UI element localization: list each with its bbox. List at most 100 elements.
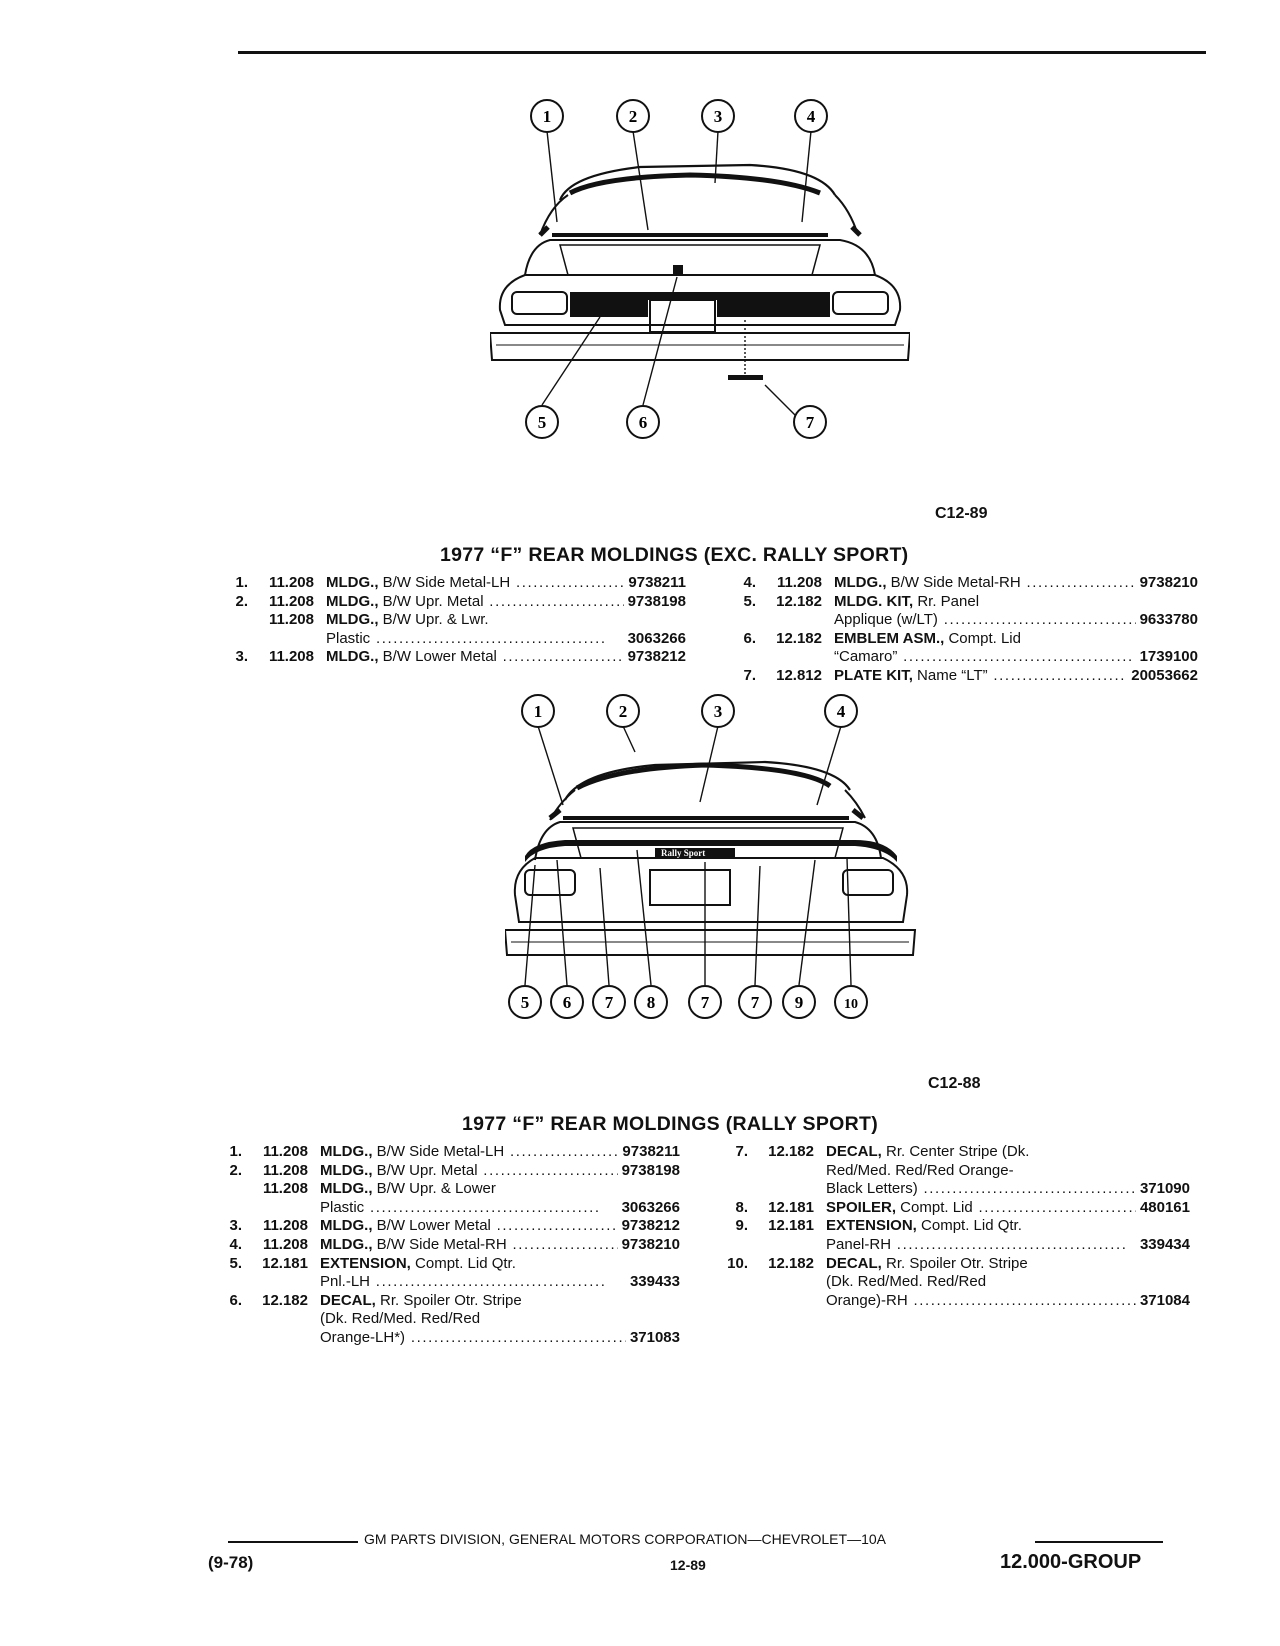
top-rule	[238, 51, 1206, 54]
item-number	[722, 1292, 748, 1311]
parts-list-row: Applique (w/LT) ........................…	[730, 611, 1198, 630]
group-number: 12.182	[262, 1291, 308, 1309]
item-desc-text: Orange)-RH	[826, 1291, 908, 1309]
item-description: MLDG., B/W Side Metal-RH ...............…	[320, 1236, 618, 1255]
item-description: Pnl.-LH ................................…	[320, 1273, 626, 1292]
part-number: 371083	[629, 1328, 680, 1346]
item-number: 5.	[229, 1254, 242, 1272]
item-description: DECAL, Rr. Center Stripe (Dk.	[826, 1143, 1186, 1162]
dot-leader: ........................................	[364, 1198, 601, 1216]
part-number: 9738211	[622, 1143, 680, 1160]
item-number	[216, 1199, 242, 1218]
item-description: MLDG. KIT, Rr. Panel	[834, 593, 1194, 612]
group-number: 11.208	[268, 592, 314, 610]
item-desc-text: B/W Upr. & Lwr.	[378, 611, 489, 629]
callout-number: 6	[639, 413, 648, 432]
item-name: EMBLEM ASM.,	[834, 629, 945, 647]
part-number: 371090	[1139, 1180, 1190, 1198]
callout-circle	[550, 985, 584, 1019]
item-name: DECAL,	[826, 1254, 882, 1272]
part-number: 339434	[1139, 1235, 1190, 1253]
item-name: MLDG.,	[834, 574, 887, 591]
callout-number: 7	[701, 993, 710, 1012]
group-number: 11.208	[262, 1235, 308, 1253]
group-number: 11.208	[268, 574, 314, 591]
group-number	[242, 1199, 308, 1218]
item-number	[222, 630, 248, 649]
group-number: 11.208	[262, 1143, 308, 1160]
item-description: Orange)-RH .............................…	[826, 1292, 1136, 1311]
dot-leader: ........................................	[509, 1143, 619, 1160]
group-number	[748, 1180, 814, 1199]
group-number: 11.208	[262, 1180, 308, 1198]
section-title-1: 1977 “F” REAR MOLDINGS (EXC. RALLY SPORT…	[440, 544, 909, 566]
dot-leader: ........................................	[907, 1291, 1136, 1309]
group-number: 12.181	[262, 1254, 308, 1272]
callout-circle	[616, 99, 650, 133]
group-number: 12.181	[768, 1198, 814, 1216]
parts-list-row: Orange)-RH .............................…	[722, 1292, 1190, 1311]
callout-number: 5	[538, 413, 547, 432]
group-number: 12.812	[776, 666, 822, 684]
parts-list-row: (Dk. Red/Med. Red/Red	[216, 1310, 680, 1329]
group-number	[748, 1292, 814, 1311]
item-desc-text: (Dk. Red/Med. Red/Red	[826, 1273, 987, 1291]
dot-leader: ........................................	[943, 611, 1136, 629]
item-number: 10.	[727, 1254, 748, 1272]
item-desc-text: Panel-RH	[826, 1235, 892, 1253]
dot-leader: ........................................	[917, 1180, 1136, 1198]
item-desc-text: B/W Side Metal-RH	[886, 574, 1021, 591]
item-name: MLDG.,	[326, 611, 379, 629]
callout-circle	[738, 985, 772, 1019]
item-name: DECAL,	[826, 1143, 882, 1160]
item-desc-text: Pnl.-LH	[320, 1273, 371, 1291]
part-number: 20053662	[1131, 666, 1198, 684]
item-number: 7.	[743, 666, 756, 684]
parts-list-row: Panel-RH ...............................…	[722, 1236, 1190, 1255]
callout-number: 7	[751, 993, 760, 1012]
item-desc-text: Black Letters)	[826, 1180, 918, 1198]
dot-leader: ........................................	[897, 648, 1134, 666]
part-number: 9738212	[621, 1217, 680, 1235]
part-number: 9738198	[627, 592, 686, 610]
item-description: (Dk. Red/Med. Red/Red	[826, 1273, 1186, 1292]
item-name: MLDG.,	[320, 1180, 373, 1198]
callout-circle	[606, 694, 640, 728]
item-number: 2.	[235, 592, 248, 610]
item-description: MLDG., B/W Upr. & Lower	[320, 1180, 676, 1199]
group-number	[242, 1329, 308, 1348]
item-description: Panel-RH ...............................…	[826, 1236, 1136, 1255]
callout-number: 2	[619, 702, 628, 721]
callout-number: 8	[647, 993, 656, 1012]
callout-circle	[793, 405, 827, 439]
item-description: “Camaro” ...............................…	[834, 648, 1136, 667]
item-desc-text: B/W Upr. Metal	[372, 1161, 478, 1179]
footer-rule-left	[228, 1541, 358, 1543]
item-name: DECAL,	[320, 1291, 376, 1309]
group-number	[756, 648, 822, 667]
callout-number: 2	[629, 107, 638, 126]
item-desc-text: Compt. Lid	[896, 1198, 973, 1216]
item-name: MLDG.,	[326, 592, 379, 610]
footer-page-number: 12-89	[670, 1557, 706, 1573]
callout-circle	[824, 694, 858, 728]
item-desc-text: Orange-LH*)	[320, 1328, 406, 1346]
item-number: 1.	[229, 1143, 242, 1160]
footer-date: (9-78)	[208, 1553, 254, 1572]
group-number	[248, 630, 314, 649]
item-description: SPOILER, Compt. Lid ....................…	[826, 1199, 1136, 1218]
callout-circle	[634, 985, 668, 1019]
item-description: EMBLEM ASM., Compt. Lid	[834, 630, 1194, 649]
callout-number: 10	[844, 997, 858, 1012]
dot-leader: ........................................	[489, 592, 623, 610]
